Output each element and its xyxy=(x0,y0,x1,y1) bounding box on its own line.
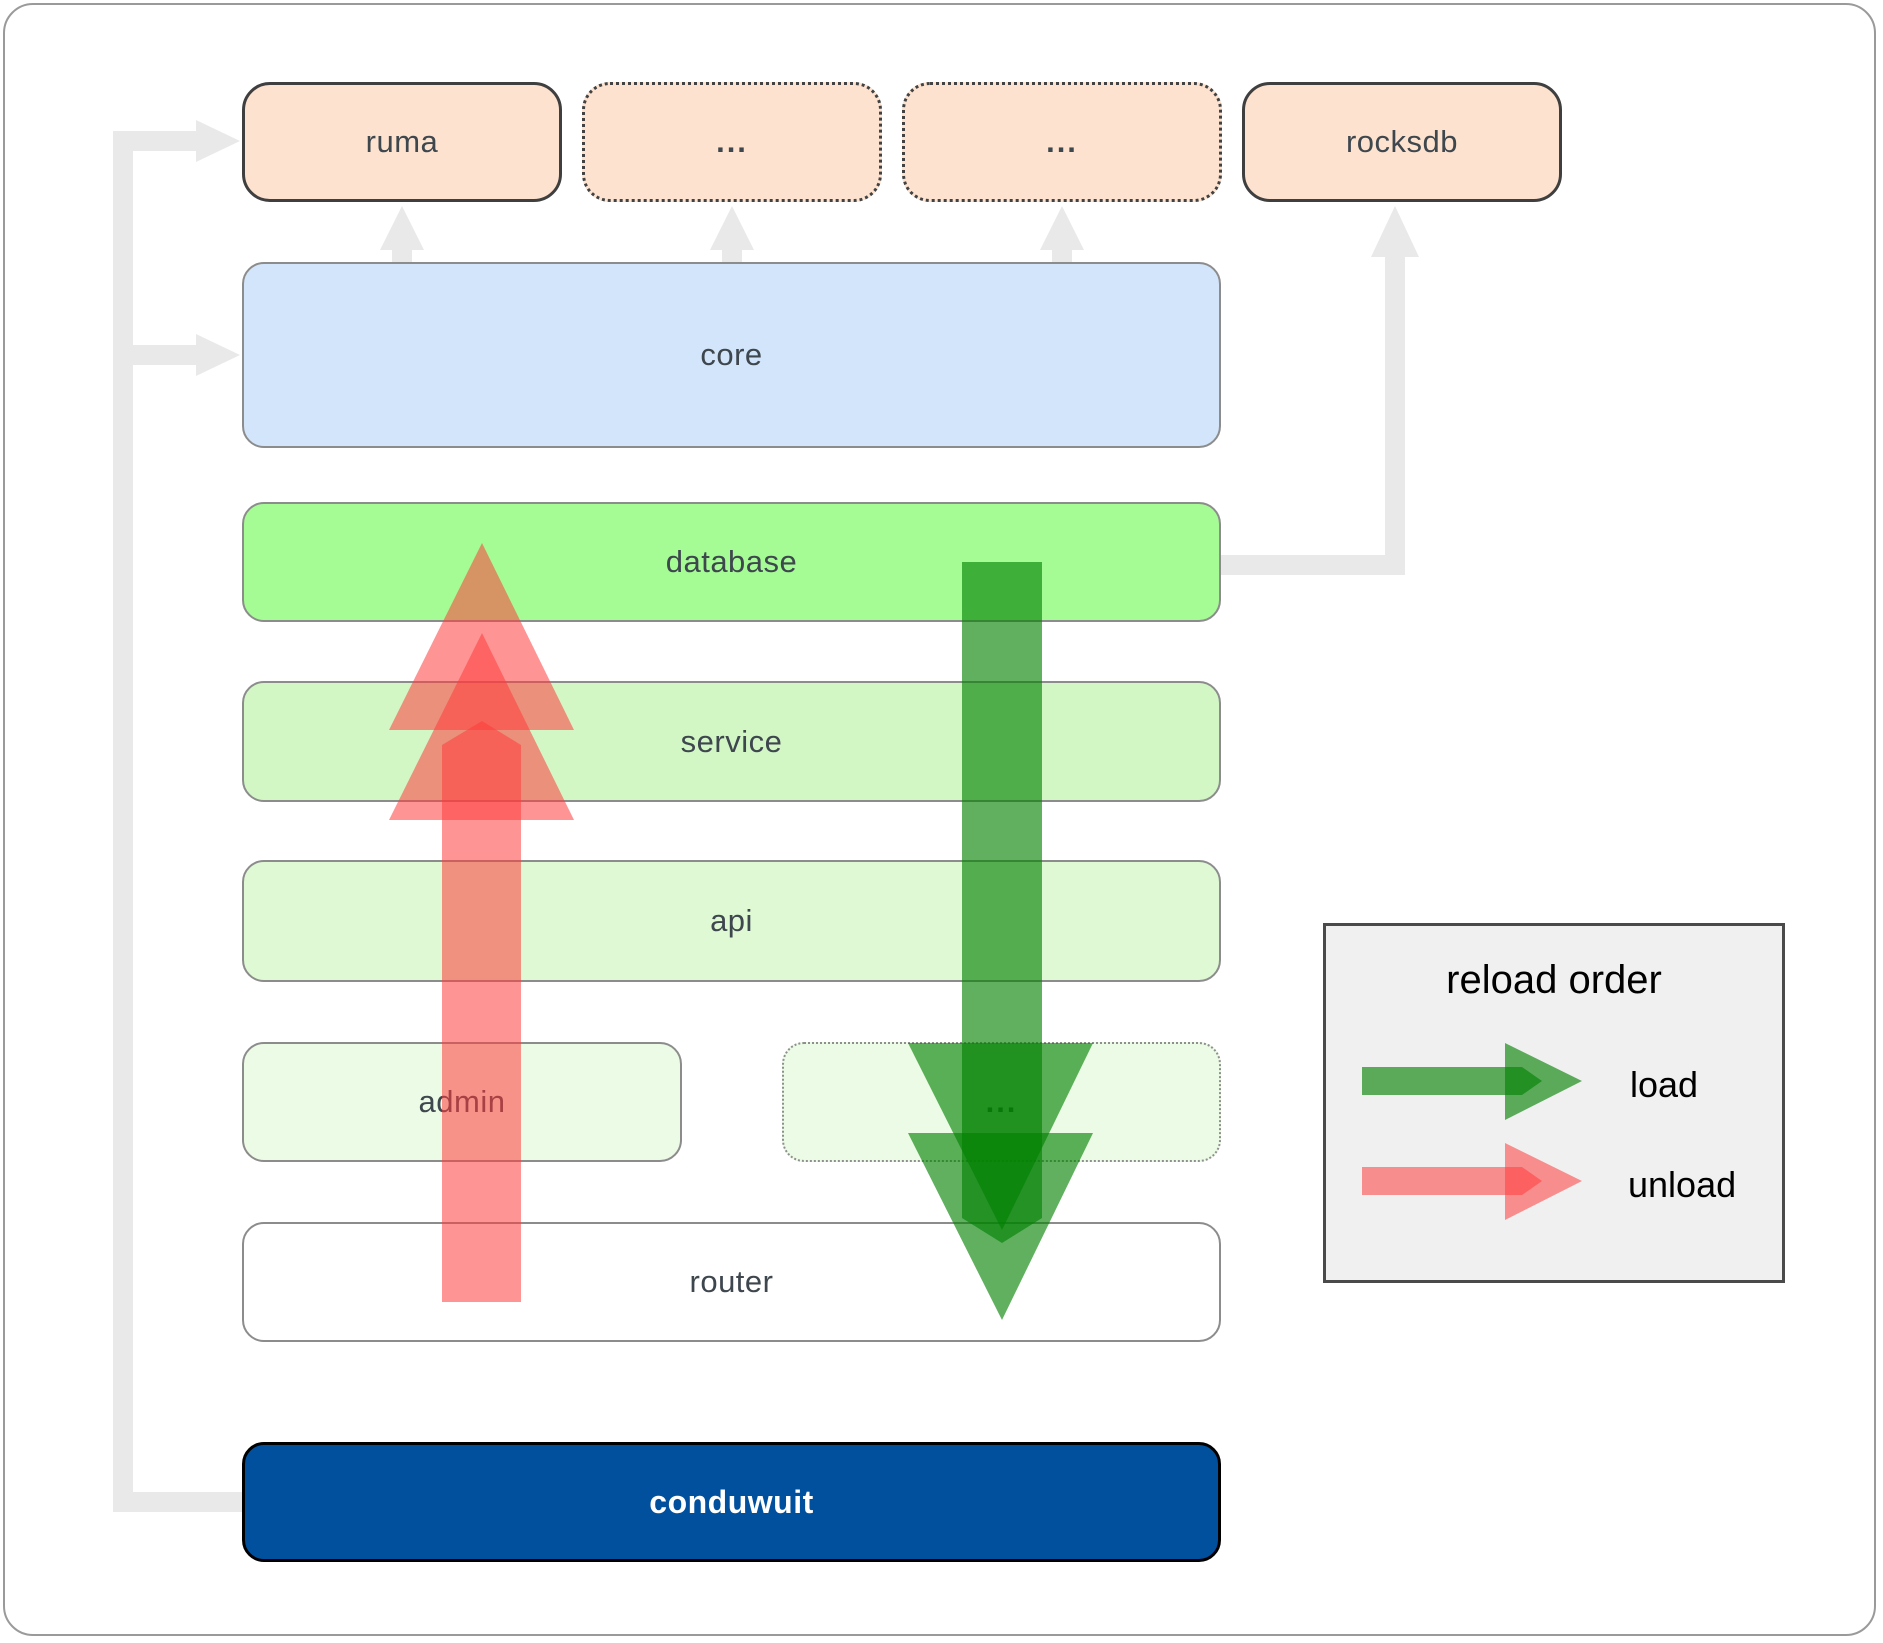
box-ellipsis-dep-1: ... xyxy=(582,82,882,202)
box-router: router xyxy=(242,1222,1221,1342)
box-api: api xyxy=(242,860,1221,982)
box-ellipsis-dep-1-label: ... xyxy=(716,124,748,159)
box-database: database xyxy=(242,502,1221,622)
box-rocksdb: rocksdb xyxy=(1242,82,1562,202)
diagram-frame xyxy=(3,3,1876,1636)
box-api-label: api xyxy=(710,903,753,938)
box-rocksdb-label: rocksdb xyxy=(1345,124,1459,159)
box-ellipsis-dep-2: ... xyxy=(902,82,1222,202)
box-conduwuit-label: conduwuit xyxy=(649,1483,814,1520)
box-conduwuit: conduwuit xyxy=(242,1442,1221,1562)
legend-unload-label: unload xyxy=(1628,1164,1737,1205)
box-ellipsis-dep-2-label: ... xyxy=(1046,124,1078,159)
box-admin-label: admin xyxy=(418,1084,506,1119)
box-ellipsis-service-group: ... xyxy=(782,1042,1221,1162)
box-database-label: database xyxy=(665,544,798,579)
box-core: core xyxy=(242,262,1221,448)
box-router-label: router xyxy=(689,1264,774,1299)
box-core-label: core xyxy=(700,337,763,372)
box-service: service xyxy=(242,681,1221,802)
legend-load-label: load xyxy=(1630,1064,1699,1105)
box-admin: admin xyxy=(242,1042,682,1162)
legend-reload-order: reload order load unload xyxy=(1323,923,1785,1283)
box-ellipsis-service-group-label: ... xyxy=(985,1084,1018,1119)
box-ruma-label: ruma xyxy=(365,124,439,159)
box-service-label: service xyxy=(680,723,783,759)
box-ruma: ruma xyxy=(242,82,562,202)
legend-title: reload order xyxy=(1446,958,1662,1002)
